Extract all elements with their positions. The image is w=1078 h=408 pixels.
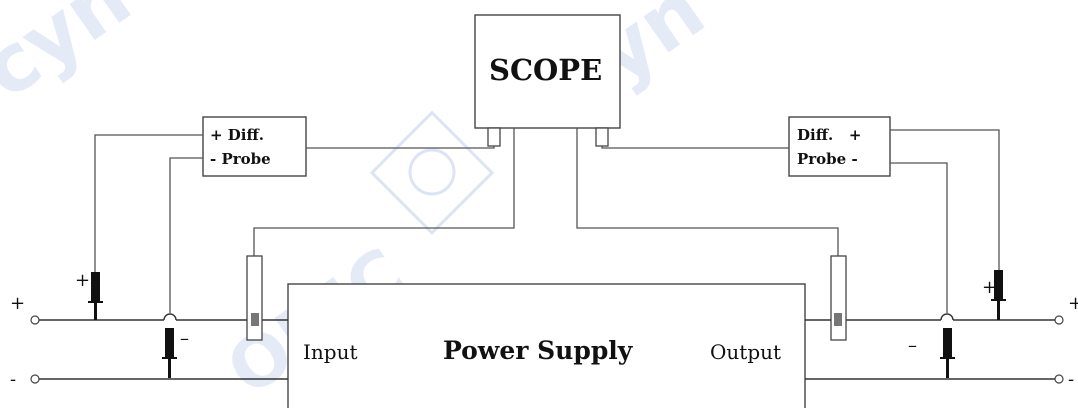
output-current-probe <box>830 255 847 341</box>
wire-right-probe-minus <box>890 162 948 313</box>
output-minus-terminal <box>1054 374 1064 384</box>
right-probe-plus-sign: + <box>982 277 997 298</box>
wire-scope-to-output-current-probe <box>576 128 839 256</box>
scope-label: SCOPE <box>489 53 602 87</box>
input-label: Input <box>303 340 358 364</box>
input-current-probe <box>246 255 263 341</box>
wire-left-probe-plus <box>94 134 203 272</box>
output-plus-sign: + <box>1068 293 1078 314</box>
watermark-diamond <box>369 110 495 235</box>
input-minus-terminal <box>30 374 40 384</box>
right-diff-probe-box <box>788 116 891 177</box>
wire-left-probe-to-scope <box>306 146 495 149</box>
watermark-text-left: cyn <box>0 0 147 117</box>
output-plus-terminal <box>1054 315 1064 325</box>
watermark-gear-icon <box>408 148 456 196</box>
output-rail-crossover <box>940 313 954 321</box>
wire-right-probe-to-scope <box>601 146 789 149</box>
scope-box <box>474 14 621 129</box>
output-minus-sign: - <box>1068 369 1074 390</box>
wire-left-probe-minus <box>169 157 203 313</box>
input-rail-crossover <box>163 313 177 321</box>
power-supply-box <box>287 283 806 408</box>
right-probe-minus-sign: – <box>908 335 917 356</box>
output-label: Output <box>710 340 781 364</box>
input-minus-sign: - <box>10 369 16 390</box>
right-probe-line2: Probe - <box>797 150 858 168</box>
left-minus-probe-tip <box>162 328 177 378</box>
left-diff-probe-box <box>202 116 307 177</box>
right-plus-probe-tip <box>991 270 1006 320</box>
left-probe-minus-sign: – <box>180 328 189 349</box>
scope-connector-1 <box>487 127 501 147</box>
right-minus-probe-tip <box>940 328 955 378</box>
right-probe-line1: Diff. + <box>797 126 861 144</box>
left-probe-line2: - Probe <box>210 150 271 168</box>
wire-scope-to-input-current-probe <box>253 128 515 256</box>
input-plus-sign: + <box>10 293 25 314</box>
power-supply-label: Power Supply <box>443 336 634 365</box>
scope-connector-2 <box>595 127 609 147</box>
left-probe-line1: + Diff. <box>210 126 264 144</box>
left-probe-plus-sign: + <box>75 270 90 291</box>
input-plus-terminal <box>30 315 40 325</box>
left-plus-probe-tip <box>88 272 103 320</box>
wire-right-probe-plus <box>890 129 1000 270</box>
